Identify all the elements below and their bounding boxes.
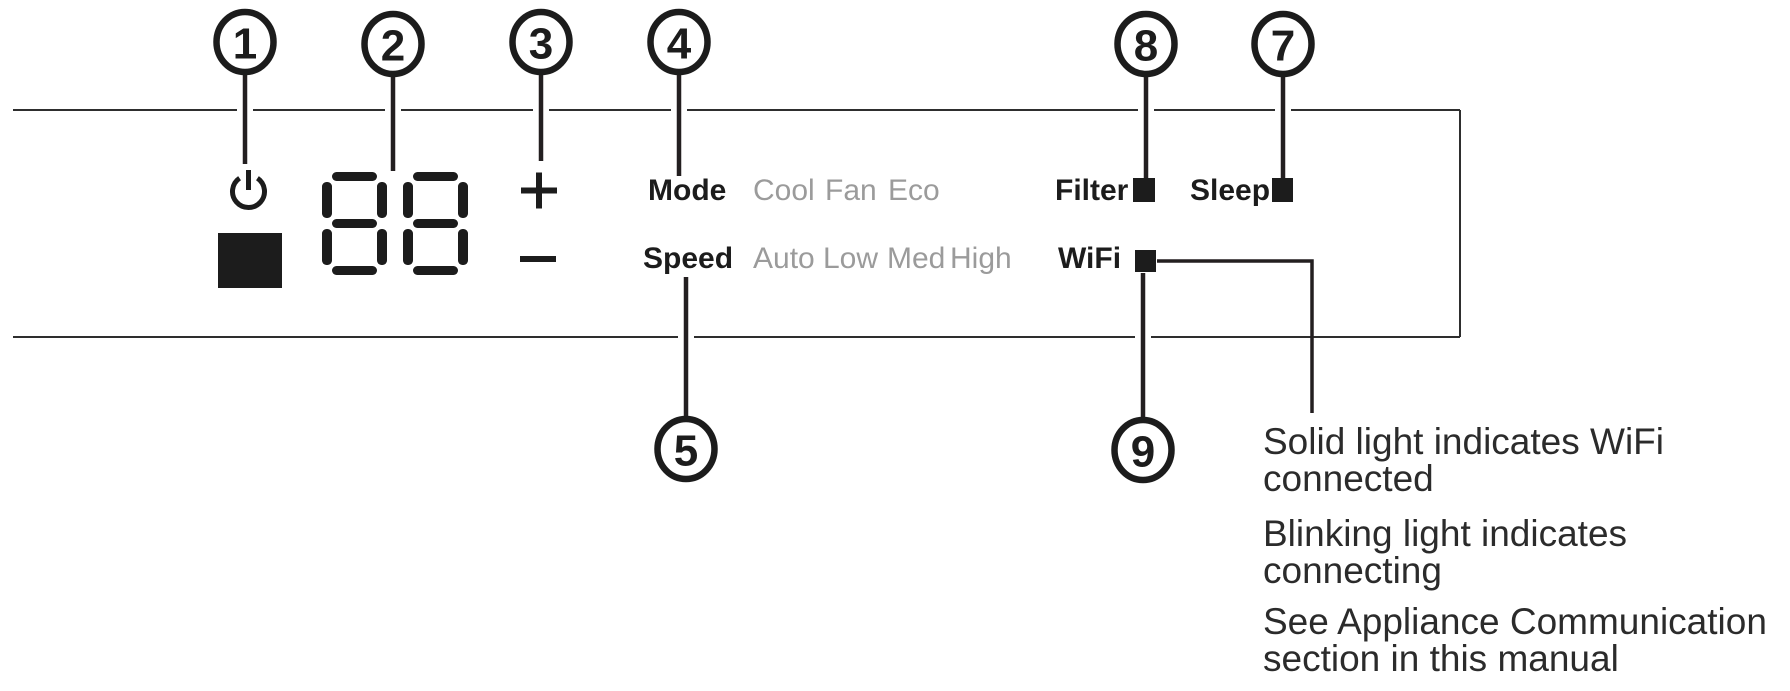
callout-circle-1: [213, 8, 277, 76]
seven-segment-display: [322, 172, 468, 275]
wifi-label: WiFi: [1058, 242, 1122, 275]
power-button-pad: [218, 233, 282, 288]
annotation-line: See Appliance Communication: [1263, 601, 1767, 642]
callout-circle-7: [1251, 10, 1315, 78]
callout-circle-2: [361, 10, 425, 78]
sleep-indicator-light: [1272, 178, 1293, 202]
callout-number-temp-adjust: 3: [529, 20, 553, 69]
callout-circle-5: [654, 415, 718, 483]
filter-label: Filter: [1055, 174, 1129, 207]
callout-leader-lines: [242, 71, 1286, 418]
callout-circle-3: [509, 8, 573, 76]
power-icon: [230, 170, 267, 210]
annotation-wifi-connected: Solid light indicates WiFi connected: [1263, 423, 1664, 497]
filter-indicator-light: [1133, 178, 1155, 202]
speed-label: Speed: [643, 242, 734, 275]
mode-option-cool: Cool: [753, 174, 815, 207]
callout-number-sleep: 7: [1271, 22, 1295, 71]
speed-option-low: Low: [823, 242, 879, 275]
callout-number-mode: 4: [667, 20, 692, 69]
callout-badges: 1 2 3 4 8 7 5 9: [213, 8, 1315, 484]
wifi-indicator-light: [1135, 250, 1156, 272]
callout-circle-8: [1114, 10, 1178, 78]
callout-number-speed: 5: [674, 427, 698, 476]
annotation-wifi-connecting: Blinking light indicates connecting: [1263, 515, 1627, 589]
callout-number-display: 2: [381, 22, 405, 71]
annotation-line: Blinking light indicates: [1263, 513, 1628, 554]
speed-option-med: Med: [887, 242, 946, 275]
annotation-line: section in this manual: [1263, 638, 1619, 679]
annotation-line: connected: [1263, 458, 1434, 499]
panel-outline: [13, 109, 1461, 338]
callout-circle-9: [1111, 416, 1175, 484]
mode-option-eco: Eco: [888, 174, 940, 207]
annotation-line: connecting: [1263, 550, 1442, 591]
annotation-line: Solid light indicates WiFi: [1263, 421, 1664, 462]
mode-option-fan: Fan: [825, 174, 877, 207]
callout-number-wifi: 9: [1131, 428, 1155, 477]
speed-option-high: High: [950, 242, 1012, 275]
speed-option-auto: Auto: [753, 242, 815, 275]
mode-label: Mode: [648, 174, 727, 207]
increase-icon: [521, 172, 557, 209]
callout-number-filter: 8: [1134, 22, 1158, 71]
annotation-see-manual: See Appliance Communication section in t…: [1263, 603, 1767, 677]
callout-circle-4: [647, 8, 711, 76]
callout-number-power: 1: [233, 20, 257, 69]
sleep-label: Sleep: [1190, 174, 1271, 207]
wifi-annotation-connector: [1157, 259, 1314, 413]
